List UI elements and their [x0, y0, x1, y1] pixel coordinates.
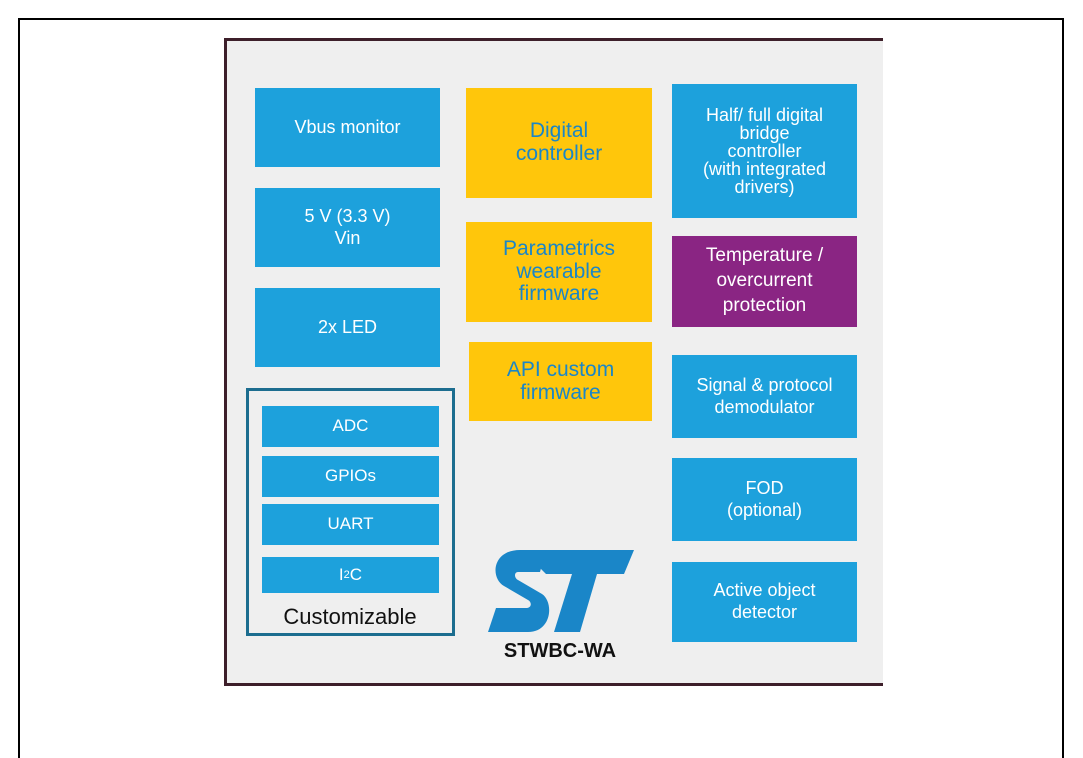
vbus-monitor-block: Vbus monitor [255, 88, 440, 167]
st-logo-t [522, 550, 634, 632]
adc-block: ADC [262, 406, 439, 447]
gpios-block: GPIOs [262, 456, 439, 497]
figure-frame [18, 18, 1064, 758]
api-custom-firmware-block: API custom firmware [469, 342, 652, 421]
i2c-rest: C [349, 564, 363, 584]
led-block: 2x LED [255, 288, 440, 367]
fod-block: FOD (optional) [672, 458, 857, 541]
uart-block: UART [262, 504, 439, 545]
st-logo [488, 550, 634, 632]
customizable-label: Customizable [283, 604, 417, 629]
protection-block: Temperature / overcurrent protection [672, 236, 857, 327]
bridge-controller-block: Half/ full digital bridge controller (wi… [672, 84, 857, 218]
i2c-base: I [338, 564, 344, 584]
active-object-detector-block: Active object detector [672, 562, 857, 642]
part-number-label: STWBC-WA [503, 640, 617, 662]
st-logo-s [488, 550, 550, 632]
demodulator-block: Signal & protocol demodulator [672, 355, 857, 438]
digital-controller-block: Digital controller [466, 88, 652, 198]
parametrics-firmware-block: Parametrics wearable firmware [466, 222, 652, 322]
vin-block: 5 V (3.3 V) Vin [255, 188, 440, 267]
